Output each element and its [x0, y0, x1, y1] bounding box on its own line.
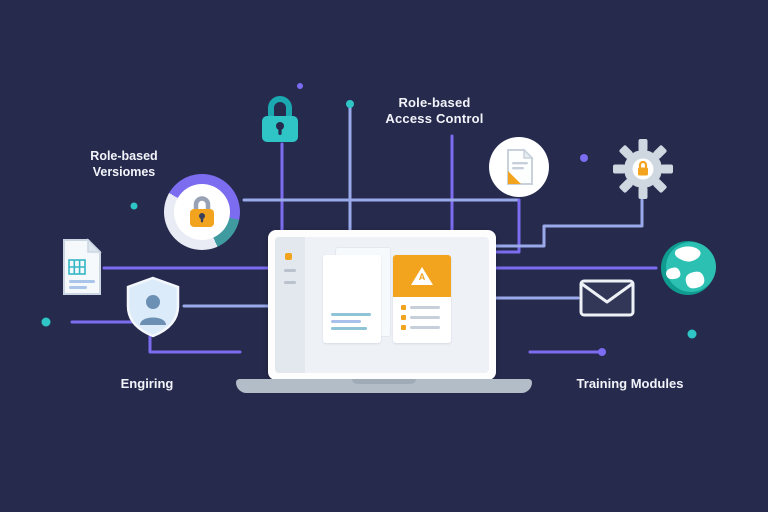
ring-lock-inner: [174, 184, 230, 240]
laptop-doc-card: [323, 255, 381, 343]
accent-dot: [598, 348, 606, 356]
doc-text-line: [410, 306, 440, 309]
line-doc-badge: [488, 198, 521, 254]
doc-text-line: [410, 316, 440, 319]
sidebar-dash: [284, 269, 296, 272]
laptop-base: [236, 379, 532, 393]
label-line: Access Control: [385, 111, 484, 127]
doc-text-line: [331, 320, 361, 323]
doc-orange-header: A: [393, 255, 451, 297]
shield-user-icon: [124, 276, 182, 338]
accent-dot: [41, 317, 51, 327]
doc-text-line: [331, 313, 371, 316]
label-training-modules: Training Modules: [576, 376, 684, 391]
line-bottom-left: [70, 320, 242, 354]
doc-bullet: [401, 305, 406, 310]
laptop-screen: A: [268, 230, 496, 380]
laptop-screen-content: A: [275, 237, 489, 373]
globe-icon: [658, 238, 718, 298]
triangle-logo-letter: A: [418, 272, 426, 282]
accent-dot: [346, 100, 354, 108]
label-engiring: Engiring: [120, 376, 174, 391]
accent-dots: [41, 83, 697, 356]
orange-padlock-glyph: [190, 196, 214, 227]
accent-dot: [580, 154, 588, 162]
small-lock-glyph: [638, 160, 648, 176]
doc-bullet: [401, 325, 406, 330]
triangle-logo-icon: A: [411, 267, 433, 285]
laptop-base-notch: [352, 379, 416, 384]
teal-padlock-icon: [256, 92, 304, 144]
envelope-icon: [578, 278, 636, 318]
line-gear: [488, 198, 644, 248]
accent-dot: [687, 329, 697, 339]
sidebar-dash: [284, 281, 296, 284]
document-badge-icon: [488, 136, 550, 198]
gear-lock-icon: [612, 138, 674, 200]
laptop-branded-doc-card: A: [393, 255, 451, 343]
doc-text-line: [410, 326, 440, 329]
label-line: Versiomes: [92, 164, 156, 179]
ring-lock-icon: [164, 174, 240, 250]
accent-dot: [297, 83, 303, 89]
label-line: Role-based: [90, 149, 158, 163]
label-access-control: Role-based Access Control: [362, 95, 507, 128]
accent-dot: [130, 202, 138, 210]
sidebar-dot: [285, 253, 292, 260]
label-role-based-versions: Role-based Versiomes: [74, 149, 174, 180]
label-line: Role-based: [398, 95, 471, 110]
document-grid-icon: [58, 236, 104, 298]
laptop-sidebar: [275, 237, 305, 373]
doc-bullet: [401, 315, 406, 320]
doc-text-line: [331, 327, 367, 330]
